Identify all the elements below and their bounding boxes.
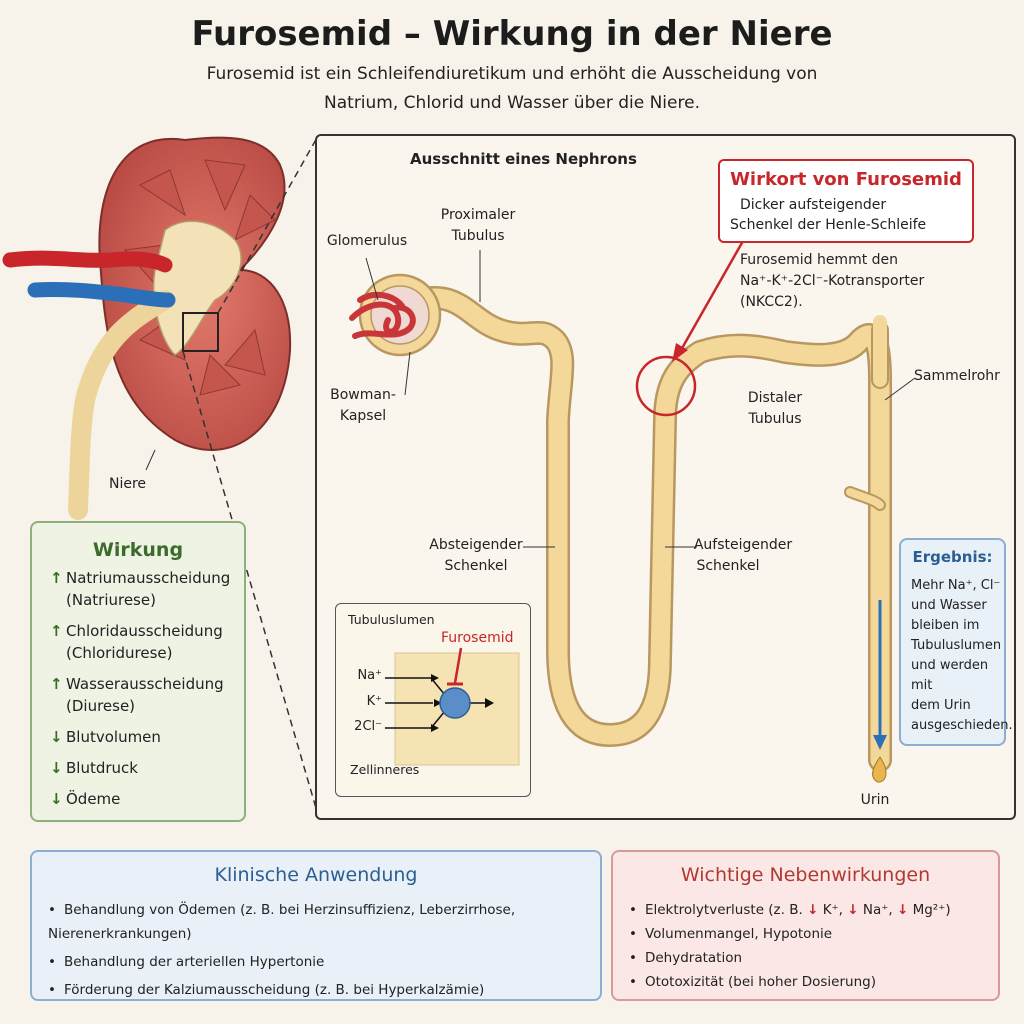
mechanism-line-2: Na⁺-K⁺-2Cl⁻-Kotransporter [740, 273, 925, 289]
wirkort-highlight [635, 355, 697, 417]
nebenwirkungen-box: Wichtige Nebenwirkungen Elektrolytverlus… [611, 850, 1000, 1001]
wirkung-item: ↓Ödeme [50, 790, 121, 808]
wirkung-box: Wirkung ↑Natriumausscheidung(Natriurese)… [30, 521, 246, 822]
ergebnis-title: Ergebnis: [912, 548, 993, 566]
list-item: Volumenmangel, Hypotonie [629, 922, 989, 946]
label-bowman-1: Bowman- [330, 387, 396, 403]
urine-drop-icon [872, 756, 887, 783]
label-aufsteigend-1: Aufsteigender [693, 537, 793, 553]
ureter [68, 290, 175, 520]
wirkung-item: ↑Chloridausscheidung(Chloridurese) [50, 622, 223, 662]
label-urin: Urin [860, 792, 890, 808]
wirkort-title: Wirkort von Furosemid [730, 169, 962, 190]
wirkort-line-1: Dicker aufsteigender [740, 197, 887, 213]
label-absteigend-1: Absteigender [429, 537, 523, 553]
nkcc2-transporter [439, 687, 471, 719]
transporter-drawing [385, 647, 520, 766]
list-item: Elektrolytverluste (z. B. ↓ K⁺, ↓ Na⁺, ↓… [629, 898, 989, 922]
wirkung-title: Wirkung [92, 539, 184, 561]
nephron-heading: Ausschnitt eines Nephrons [410, 150, 637, 168]
wirkung-item: ↓Blutdruck [50, 759, 138, 777]
inset-lumen: Tubuluslumen [348, 612, 435, 627]
label-niere: Niere [108, 476, 147, 492]
list-item: Ototoxizität (bei hoher Dosierung) [629, 970, 989, 994]
label-distal-1: Distaler [747, 390, 803, 406]
glomerulus [349, 291, 416, 339]
list-item: Förderung der Kalziumausscheidung (z. B.… [48, 978, 593, 1002]
label-sammelrohr: Sammelrohr [914, 368, 1000, 384]
klinik-title: Klinische Anwendung [214, 864, 418, 886]
inset-ion-k: K⁺ [366, 694, 382, 709]
list-item: Dehydratation [629, 946, 989, 970]
label-bowman-2: Kapsel [339, 408, 387, 424]
label-proximal-1: Proximaler [440, 207, 516, 223]
label-glomerulus: Glomerulus [326, 233, 408, 249]
label-distal-2: Tubulus [748, 411, 802, 427]
renal-vein [27, 281, 176, 308]
niere-leader [145, 449, 156, 471]
mechanism-line-1: Furosemid hemmt den [740, 252, 899, 268]
mechanism-text: Furosemid hemmt den Na⁺-K⁺-2Cl⁻-Kotransp… [740, 250, 924, 313]
renal-artery [2, 250, 173, 273]
klinik-box: Klinische Anwendung Behandlung von Ödeme… [30, 850, 602, 1001]
wirkung-item: ↑Natriumausscheidung(Natriurese) [50, 569, 231, 609]
inset-ion-cl: 2Cl⁻ [354, 719, 382, 734]
label-aufsteigend-2: Schenkel [696, 558, 760, 574]
wirkung-item: ↓Blutvolumen [50, 728, 161, 746]
nebenwirkungen-title: Wichtige Nebenwirkungen [680, 864, 931, 886]
klinik-list: Behandlung von Ödemen (z. B. bei Herzins… [48, 898, 593, 1002]
subtitle-line-1: Furosemid ist ein Schleifendiuretikum un… [206, 64, 818, 84]
list-item: Behandlung der arteriellen Hypertonie [48, 950, 593, 974]
ergebnis-box: Ergebnis: Mehr Na⁺, Cl⁻und Wasser bleibe… [899, 538, 1013, 746]
inset-furosemid: Furosemid [441, 630, 514, 646]
page-title: Furosemid – Wirkung in der Niere [191, 14, 833, 54]
subtitle-line-2: Natrium, Chlorid und Wasser über die Nie… [324, 93, 700, 113]
wirkort-text: Dicker aufsteigender Schenkel der Henle-… [730, 195, 970, 235]
inset-ion-na: Na⁺ [357, 668, 382, 683]
label-proximal-2: Tubulus [451, 228, 505, 244]
wirkort-line-2: Schenkel der Henle-Schleife [730, 217, 927, 233]
mechanism-line-3: (NKCC2). [740, 294, 803, 310]
label-absteigend-2: Schenkel [444, 558, 508, 574]
nebenwirkungen-list: Elektrolytverluste (z. B. ↓ K⁺, ↓ Na⁺, ↓… [629, 898, 989, 994]
tubule [410, 288, 890, 770]
wirkung-item: ↑Wasserausscheidung(Diurese) [50, 675, 224, 715]
wirkort-box: Wirkort von Furosemid Dicker aufsteigend… [718, 159, 974, 243]
list-item: Behandlung von Ödemen (z. B. bei Herzins… [48, 898, 593, 946]
inset-inner: Zellinneres [350, 762, 420, 777]
